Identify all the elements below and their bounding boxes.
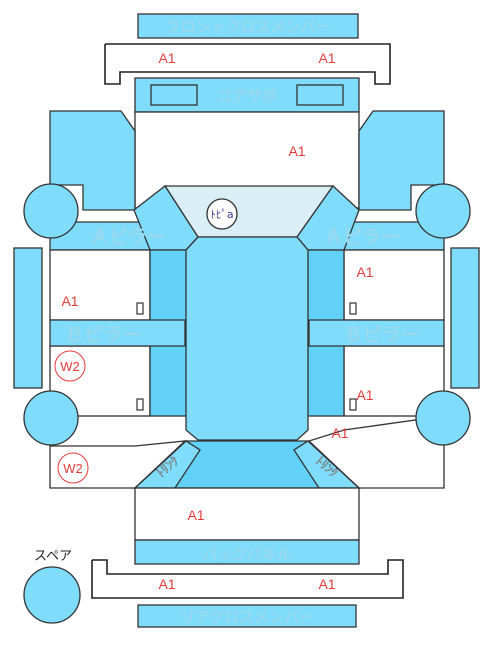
damage-mark-a1: A1	[288, 143, 305, 159]
roof-mark-label: ﾄﾋﾟa	[210, 208, 233, 221]
b-pillar-left-bar[interactable]	[49, 319, 186, 347]
damage-mark-a1: A1	[158, 50, 175, 66]
core-support-box-left	[150, 84, 198, 106]
damage-mark-a1: A1	[318, 50, 335, 66]
spare-label: スペア	[34, 549, 72, 564]
door-handle-fr	[349, 302, 357, 315]
core-support-box-right	[296, 84, 344, 106]
b-pillar-right-bar[interactable]	[308, 319, 445, 347]
damage-mark-a1: A1	[61, 293, 78, 309]
wheel-front-left[interactable]	[23, 183, 79, 239]
side-sill-left[interactable]	[13, 247, 43, 389]
damage-mark-a1: A1	[356, 264, 373, 280]
rear-bumper-outline	[91, 559, 404, 599]
damage-mark-a1: A1	[318, 576, 335, 592]
side-sill-right[interactable]	[450, 247, 480, 389]
wheel-rear-right[interactable]	[415, 390, 471, 446]
a-pillar-left-label: Ａピラー	[90, 226, 166, 248]
damage-mark-a1: A1	[356, 387, 373, 403]
spare-tire[interactable]	[23, 566, 81, 624]
roof-panel[interactable]	[185, 236, 309, 441]
damage-mark-a1: A1	[187, 507, 204, 523]
trunk-area[interactable]	[134, 487, 360, 541]
damage-mark-w2-circle	[54, 350, 86, 382]
door-handle-fl	[136, 302, 144, 315]
damage-mark-a1: A1	[331, 425, 348, 441]
door-handle-rl	[136, 398, 144, 411]
a-pillar-right-label: Ａピラー	[324, 226, 400, 248]
back-panel-label: バックパネル	[202, 545, 291, 563]
rear-cross-member-bar[interactable]	[137, 604, 357, 628]
wheel-front-right[interactable]	[415, 183, 471, 239]
roof-mark-circle[interactable]	[206, 198, 238, 230]
front-cross-member-bar[interactable]	[137, 13, 359, 39]
damage-mark-w2-circle	[57, 452, 89, 484]
wheel-rear-left[interactable]	[23, 390, 79, 446]
damage-mark-a1: A1	[158, 576, 175, 592]
back-panel-bar[interactable]	[134, 539, 360, 565]
front-door-left[interactable]	[49, 249, 151, 321]
front-door-right[interactable]	[343, 249, 445, 321]
b-pillar-right-label: Ｂピラー	[344, 324, 420, 346]
door-handle-rr	[349, 398, 357, 411]
damage-mark-w2: W2	[63, 461, 83, 476]
rear-cross-member-label: リアクロスメンバー	[180, 608, 314, 626]
b-pillar-left-label: Ｂピラー	[65, 324, 141, 346]
front-cross-member-label: フロントクロスメンバー	[165, 18, 330, 36]
damage-mark-w2: W2	[60, 359, 80, 374]
core-support-label: コアサポ	[217, 87, 277, 105]
front-bumper-outline	[104, 43, 391, 85]
